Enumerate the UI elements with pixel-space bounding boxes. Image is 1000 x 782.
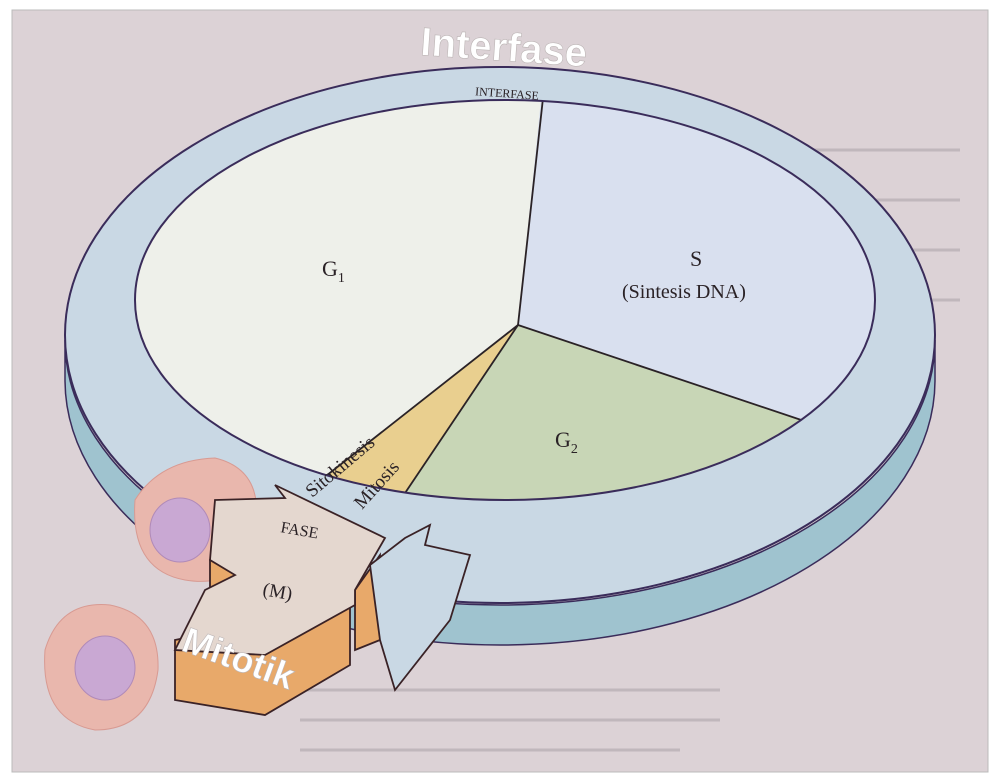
pie — [135, 100, 875, 500]
mitotic-phase-label: FASE — [279, 519, 319, 542]
g1-label: G1 — [322, 256, 345, 286]
ring-printed-label: INTERFASE — [475, 84, 540, 102]
s-label: S — [690, 246, 702, 271]
g2-sector — [360, 325, 875, 500]
inner-ellipse — [134, 99, 876, 501]
mitosis-sector — [270, 325, 518, 500]
mitotic-arrow — [173, 484, 472, 716]
nucleus — [74, 635, 136, 701]
daughter-cell-lower — [44, 604, 159, 731]
nucleus — [149, 497, 211, 563]
s-description: (Sintesis DNA) — [622, 281, 746, 303]
g2-label: G2 — [555, 427, 578, 457]
mitotic-phase-abbrev: (M) — [261, 579, 294, 605]
